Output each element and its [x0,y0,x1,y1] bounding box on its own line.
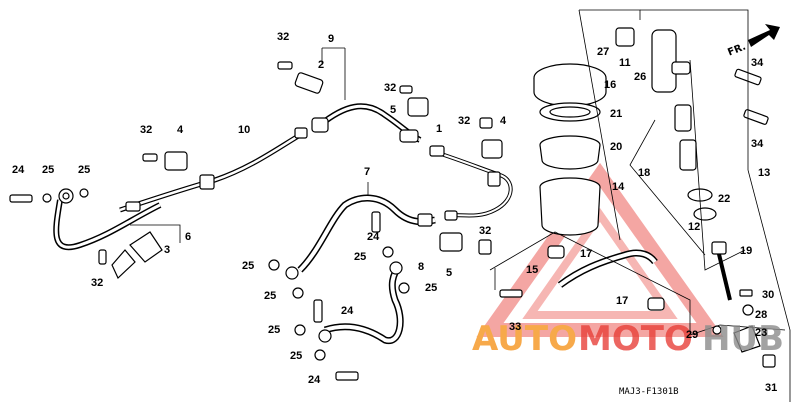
part-label: 5 [390,104,396,116]
leader-lines [130,9,791,402]
part-label: 25 [78,164,90,176]
part-label: 1 [436,123,442,135]
part-label: 30 [762,289,774,301]
svg-text:FR.: FR. [726,41,747,58]
part-label: 29 [686,329,698,341]
part-label: 4 [177,124,184,136]
part-label: 32 [479,225,491,237]
part-label: 14 [612,181,625,193]
watermark-moto: MOTO [578,319,693,359]
part-label: 24 [308,374,321,386]
watermark-auto: AUTO [472,319,577,359]
part-label: 25 [354,251,366,263]
part-label: 5 [446,267,452,279]
part-label: 25 [425,282,437,294]
part-label: 15 [526,264,538,276]
part-label: 32 [277,31,289,43]
watermark-logo: AUTO MOTO HUB [472,319,784,359]
part-label: 10 [238,124,250,136]
part-label: 27 [597,46,609,58]
part-label: 2 [318,59,324,71]
part-label: 9 [328,33,334,45]
part-label: 25 [242,260,254,272]
part-label: 17 [580,248,592,260]
part-label: 7 [364,166,370,178]
part-label: 25 [42,164,54,176]
part-label: 34 [751,138,764,150]
part-label: 18 [638,167,650,179]
diagram-code: MAJ3-F1301B [619,387,679,397]
part-label: 25 [264,290,276,302]
part-label: 16 [604,79,616,91]
part-label: 25 [268,324,280,336]
part-label: 32 [458,115,470,127]
part-label: 3 [164,244,170,256]
part-label: 24 [341,305,354,317]
part-label: 21 [610,108,622,120]
brake-hoses [53,103,732,345]
part-label: 31 [765,382,777,394]
part-label: 12 [688,221,700,233]
part-label: 8 [418,261,424,273]
part-label: 11 [619,57,631,69]
part-label: 23 [755,327,767,339]
part-labels: 1 2 3 4 4 5 5 6 7 8 9 10 11 12 13 14 15 … [12,31,777,394]
part-label: 17 [616,295,628,307]
part-label: 24 [12,164,25,176]
part-label: 33 [509,321,521,333]
part-label: 20 [610,141,622,153]
part-label: 25 [290,350,302,362]
front-direction-arrow: FR. [726,24,780,59]
components [9,27,776,381]
part-label: 22 [718,193,730,205]
watermark-triangles [476,162,724,337]
part-label: 6 [185,231,191,243]
part-label: 24 [367,231,380,243]
part-label: 32 [140,124,152,136]
part-label: 28 [755,309,767,321]
part-label: 32 [91,277,103,289]
part-label: 4 [500,115,507,127]
part-label: 34 [751,57,764,69]
part-label: 26 [634,71,646,83]
part-label: 13 [758,167,770,179]
watermark-hub: HUB [702,319,784,359]
part-label: 32 [384,82,396,94]
part-label: 19 [740,245,752,257]
